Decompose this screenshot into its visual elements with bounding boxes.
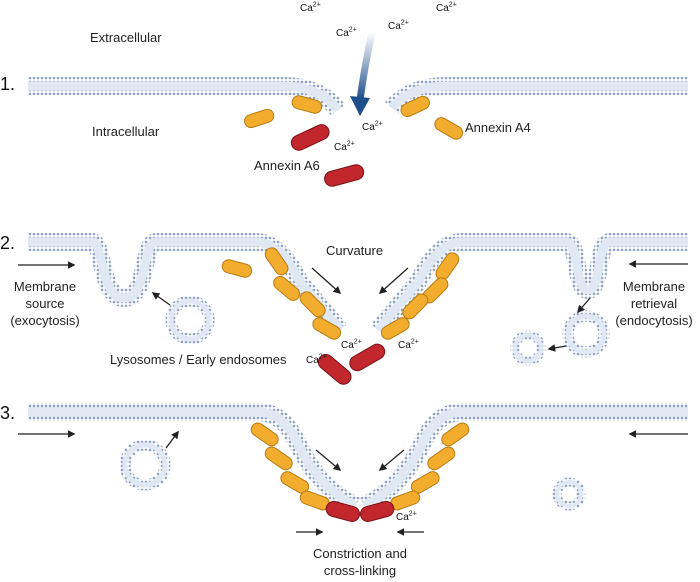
calcium-ion-label: Ca2+ [398, 338, 419, 351]
label-curvature: Curvature [326, 243, 384, 258]
vesicle-step2-right-large [562, 310, 610, 358]
calcium-ion-label: Ca2+ [436, 1, 457, 14]
calcium-ion-label: Ca2+ [388, 19, 409, 32]
membrane-step3-left [28, 403, 361, 515]
vesicle-step2-left [165, 295, 215, 345]
label-membrane-retrieval-line2: retrieval [630, 296, 678, 311]
label-membrane-source-line1: Membrane [13, 279, 77, 294]
calcium-ion-label: Ca2+ [336, 26, 357, 39]
membrane-step1-left [28, 77, 346, 116]
label-extracellular: Extracellular [90, 30, 162, 45]
membrane-step2-right [371, 233, 688, 336]
calcium-ion-label: Ca2+ [300, 1, 321, 14]
arrows-step2 [18, 260, 688, 352]
label-constriction-line1: Constriction and [313, 546, 407, 561]
vesicle-step2-right-small [510, 330, 546, 366]
label-membrane-source: Membrane source (exocytosis) [2, 278, 88, 329]
calcium-ion-label: Ca2+ [396, 510, 417, 523]
membrane-step1-right [385, 77, 688, 115]
vesicle-step3-left [119, 439, 171, 491]
label-membrane-retrieval: Membrane retrieval (endocytosis) [608, 278, 700, 329]
annexin-a6-group-step3 [325, 501, 395, 522]
annexin-a6-group-step1 [290, 124, 365, 187]
label-annexin-a6: Annexin A6 [254, 158, 320, 173]
label-lysosomes-early-endosomes: Lysosomes / Early endosomes [110, 352, 287, 367]
annexin-a4-group-step2 [221, 247, 460, 340]
label-membrane-source-line2: source [25, 296, 65, 311]
arrows-step3 [18, 430, 688, 536]
label-constriction-cross-linking: Constriction and cross-linking [290, 545, 430, 579]
label-membrane-source-line3: (exocytosis) [10, 313, 80, 328]
membrane-step2-left [28, 233, 347, 336]
label-membrane-retrieval-line1: Membrane [622, 279, 686, 294]
calcium-influx-arrow [350, 28, 376, 116]
label-membrane-retrieval-line3: (endocytosis) [615, 313, 693, 328]
step-number-3: 3. [0, 403, 16, 423]
annexin-a4-group-step3 [250, 422, 470, 511]
annexin-a4-group-step1 [244, 95, 464, 140]
membrane-step3-right [359, 403, 688, 515]
calcium-ion-label: Ca2+ [341, 338, 362, 351]
label-constriction-line2: cross-linking [323, 563, 397, 578]
step-number-2: 2. [0, 233, 16, 253]
annexin-a6-group-step2 [317, 343, 386, 385]
label-intracellular: Intracellular [92, 124, 160, 139]
vesicle-step3-right [552, 477, 586, 511]
calcium-ion-label: Ca2+ [306, 353, 327, 366]
label-annexin-a4: Annexin A4 [465, 120, 531, 135]
calcium-ion-label: Ca2+ [334, 140, 355, 153]
calcium-ion-label: Ca2+ [362, 120, 383, 133]
step-number-1: 1. [0, 74, 16, 94]
